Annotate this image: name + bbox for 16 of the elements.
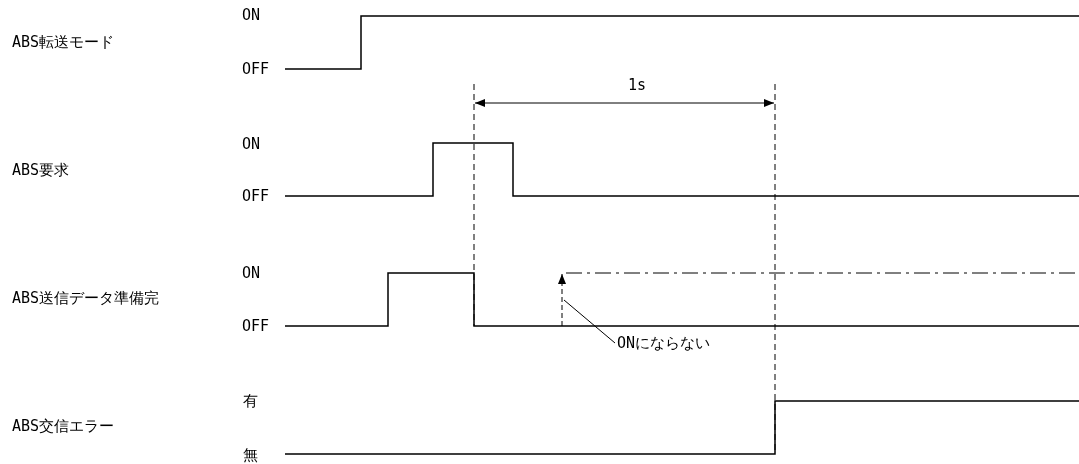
signal-name: ABS交信エラー [12, 417, 115, 435]
note-text: ONにならない [617, 334, 711, 352]
level-label: 有 [243, 392, 258, 410]
signal-name: ABS要求 [12, 161, 70, 179]
level-label: ON [242, 6, 261, 24]
dimension-value: 1s [628, 76, 647, 94]
level-label: ON [242, 264, 261, 282]
level-label: 無 [243, 446, 258, 464]
signal-name: ABS送信データ準備完 [12, 289, 160, 307]
level-label: ON [242, 135, 261, 153]
signal-name: ABS転送モード [12, 33, 115, 51]
level-label: OFF [242, 187, 270, 205]
level-label: OFF [242, 60, 270, 78]
level-label: OFF [242, 317, 270, 335]
leader-line [563, 299, 616, 344]
waveform [284, 272, 1079, 327]
